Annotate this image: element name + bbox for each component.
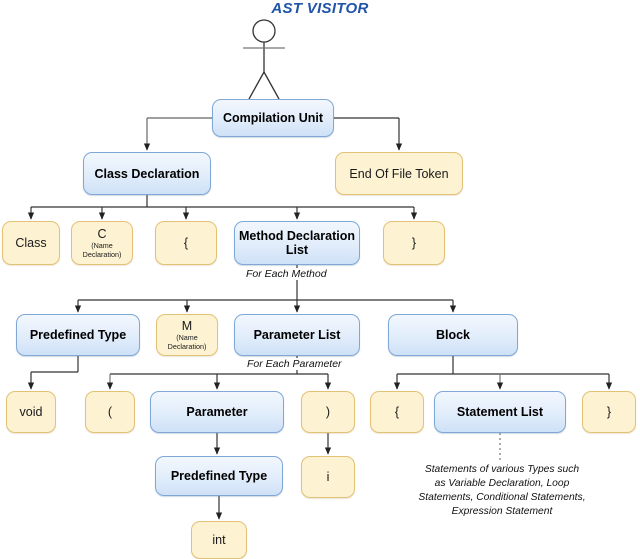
node-label: Compilation Unit [223,111,323,125]
node-label: int [212,533,226,547]
node-int-type[interactable]: int [191,521,247,559]
node-parameter-list[interactable]: Parameter List [234,314,360,356]
annotation-line: Expression Statement [451,505,553,517]
node-void-type[interactable]: void [6,391,56,433]
node-compilation-unit[interactable]: Compilation Unit [212,99,334,137]
node-class-keyword[interactable]: Class [2,221,60,265]
annotation-line: Statements of various Types such [424,464,580,475]
node-label: Parameter List [253,328,341,342]
node-block[interactable]: Block [388,314,518,356]
edge-label-for-each-parameter: For Each Parameter [245,358,344,370]
node-identifier-i[interactable]: i [301,456,355,498]
annotation-statement-list-note: Statements of various Types such as Varia… [372,463,632,519]
node-label: Predefined Type [170,469,268,483]
node-label: Class [15,236,47,250]
node-open-brace-class[interactable]: { [155,221,217,265]
node-label: C [97,227,107,242]
node-label: i [326,470,330,484]
node-predefined-type-method[interactable]: Predefined Type [16,314,140,356]
node-close-brace-block[interactable]: } [582,391,636,433]
node-end-of-file-token[interactable]: End Of File Token [335,152,463,195]
node-label: Block [435,328,471,342]
node-class-declaration[interactable]: Class Declaration [83,152,211,195]
node-label: } [606,405,612,419]
node-label: Class Declaration [94,166,200,181]
node-label: Predefined Type [29,328,127,342]
node-predefined-type-param[interactable]: Predefined Type [155,456,283,496]
node-name-c[interactable]: C(Name Declaration) [71,221,133,265]
node-parameter[interactable]: Parameter [150,391,284,433]
node-label: void [19,405,43,419]
node-sublabel: (Name Declaration) [167,333,207,351]
annotation-line: Statements, Conditional Statements, [418,491,586,503]
node-label: Statement List [456,405,544,419]
node-open-brace-block[interactable]: { [370,391,424,433]
annotation-line: as Variable Declaration, Loop [434,477,570,489]
node-label: End Of File Token [349,166,449,181]
node-label: M [181,319,193,334]
node-label: { [394,405,400,419]
node-statement-list[interactable]: Statement List [434,391,566,433]
node-label: Method Declaration List [239,229,355,257]
node-label: } [411,236,417,250]
node-sublabel: (Name Declaration) [82,241,122,259]
node-method-declaration-list[interactable]: Method Declaration List [234,221,360,265]
node-close-brace-class[interactable]: } [383,221,445,265]
node-label: Parameter [186,405,248,419]
ast-visitor-actor [243,19,285,100]
node-label: ) [325,405,331,419]
node-label: { [183,236,189,250]
node-close-paren-params[interactable]: ) [301,391,355,433]
page-title: AST VISITOR [271,0,369,17]
node-name-m[interactable]: M(Name Declaration) [156,314,218,356]
node-label: ( [107,405,113,419]
node-open-paren-params[interactable]: ( [85,391,135,433]
edge-label-for-each-method: For Each Method [244,268,329,280]
